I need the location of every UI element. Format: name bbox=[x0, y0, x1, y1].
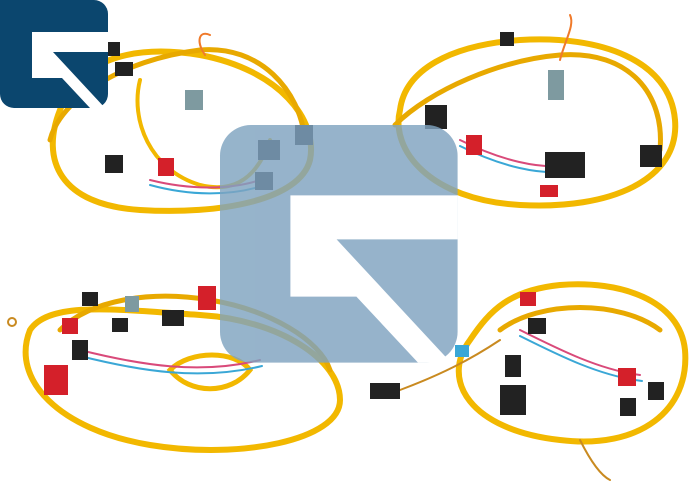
connector bbox=[44, 365, 68, 395]
connector bbox=[185, 90, 203, 110]
connector bbox=[158, 158, 174, 176]
connector bbox=[425, 105, 447, 129]
connector bbox=[82, 292, 98, 306]
connector bbox=[545, 152, 585, 178]
connector bbox=[62, 318, 78, 334]
connector bbox=[105, 155, 123, 173]
connector bbox=[528, 318, 546, 334]
brand-logo-icon bbox=[0, 0, 108, 108]
connector bbox=[125, 296, 139, 312]
connector bbox=[540, 185, 558, 197]
connector bbox=[620, 398, 636, 416]
connector bbox=[520, 292, 536, 306]
wire-harness-bottom-right bbox=[370, 281, 689, 481]
connector bbox=[198, 286, 216, 310]
connector bbox=[112, 318, 128, 332]
connector bbox=[162, 310, 184, 326]
connector bbox=[500, 32, 514, 46]
brand-watermark-icon bbox=[220, 125, 458, 363]
connector bbox=[455, 345, 469, 357]
connector bbox=[115, 62, 133, 76]
connector bbox=[648, 382, 664, 400]
connector bbox=[466, 135, 482, 155]
connector bbox=[72, 340, 88, 360]
connector bbox=[500, 385, 526, 415]
connector bbox=[618, 368, 636, 386]
connector bbox=[370, 383, 400, 399]
connector bbox=[640, 145, 662, 167]
connector bbox=[548, 70, 564, 100]
connector bbox=[505, 355, 521, 377]
